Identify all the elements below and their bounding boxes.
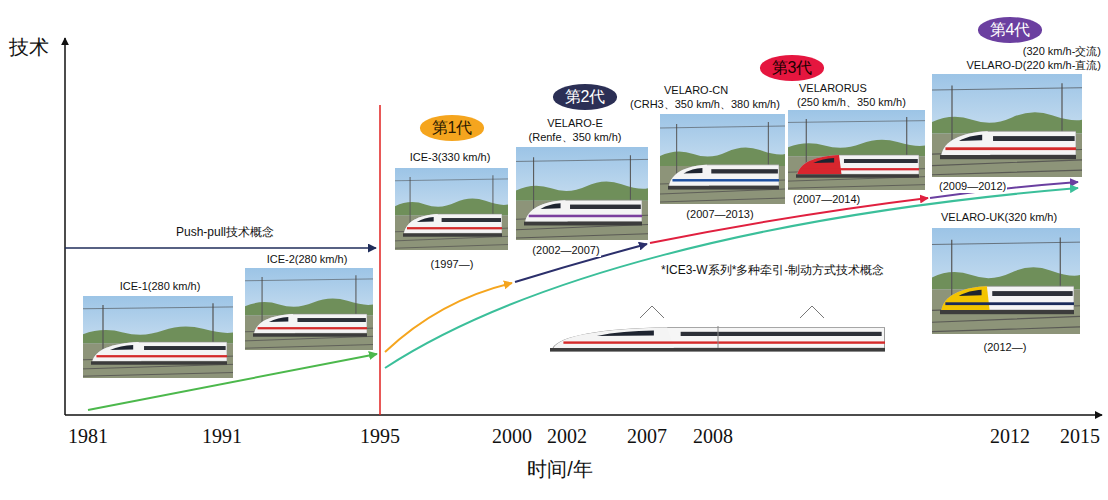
gen3-arrow <box>650 198 928 243</box>
train-image <box>524 200 642 225</box>
year-tick-label: 2007 <box>626 425 668 448</box>
annotation-label: VELARO-UK(320 km/h) <box>940 211 1058 224</box>
year-tick-label: 1991 <box>201 425 243 448</box>
annotation-label: (2002—2007) <box>531 244 600 257</box>
annotation-label: (320 km/h-交流) <box>1022 45 1102 58</box>
gen2-arrow <box>515 244 647 282</box>
train-image <box>253 314 367 337</box>
badge-text: 第1代 <box>432 118 473 137</box>
year-tick-label: 2012 <box>989 425 1031 448</box>
year-tick-label: 2015 <box>1059 425 1101 448</box>
train-side-drawing <box>550 306 885 352</box>
train-photo <box>83 296 233 378</box>
generation-badge: 第1代 <box>420 115 485 140</box>
year-tick-label: 2008 <box>692 425 734 448</box>
train-photo <box>788 110 925 190</box>
year-tick-label: 1981 <box>67 425 109 448</box>
annotation-label: 技术 <box>8 36 50 59</box>
train-image <box>668 165 779 190</box>
train-photo <box>932 74 1082 177</box>
train-photo <box>245 268 373 350</box>
annotation-label: Push-pull技术概念 <box>175 226 275 240</box>
annotation-label: ICE-2(280 km/h) <box>266 253 349 266</box>
annotation-label: (1997—) <box>430 258 475 271</box>
annotation-label: ICE-3(330 km/h) <box>409 151 492 164</box>
badge-text: 第4代 <box>990 20 1031 39</box>
year-tick-label: 2002 <box>546 425 588 448</box>
photo-scene <box>245 268 373 350</box>
train-photo <box>660 114 785 204</box>
divider-line <box>379 105 381 415</box>
photo-scene <box>395 168 508 250</box>
annotation-label: (250 km/h、350 km/h) <box>796 96 907 109</box>
train-image <box>940 286 1074 314</box>
annotation-label: ICE-1(280 km/h) <box>119 280 202 293</box>
annotation-label: VELARORUS <box>798 82 868 95</box>
photo-scene <box>932 74 1082 177</box>
photo-scene <box>932 228 1080 334</box>
annotation-label: VELARO-E <box>546 117 604 130</box>
badge-text: 第2代 <box>565 87 606 106</box>
generation-badge: 第4代 <box>978 17 1043 42</box>
photo-scene <box>516 147 648 240</box>
y-axis <box>64 38 66 415</box>
train-image <box>403 214 502 237</box>
photo-scene <box>788 110 925 190</box>
annotation-label: (2007—2014) <box>792 193 861 206</box>
annotation-label: (CRH3、350 km/h、380 km/h) <box>629 98 781 111</box>
annotation-label: *ICE3-W系列*多种牵引-制动方式技术概念 <box>660 264 885 278</box>
year-tick-label: 1995 <box>359 425 401 448</box>
train-photo <box>395 168 508 250</box>
annotation-label: (Renfe、350 km/h) <box>528 131 623 144</box>
generation-badge: 第3代 <box>760 55 825 80</box>
photo-scene <box>660 114 785 204</box>
x-axis <box>65 414 1102 416</box>
push-pull-arrow <box>65 247 376 249</box>
train-image <box>91 342 227 365</box>
year-tick-label: 2000 <box>491 425 533 448</box>
badge-text: 第3代 <box>772 58 813 77</box>
pantograph <box>640 306 824 318</box>
train-image <box>796 155 919 178</box>
train-photo <box>516 147 648 240</box>
annotation-label: (2009—2012) <box>938 180 1007 193</box>
annotation-label: 时间/年 <box>526 458 594 481</box>
annotation-label: VELARO-CN <box>663 84 729 97</box>
annotation-label: VELARO-D(220 km/h-直流) <box>966 59 1102 72</box>
car-gap <box>718 326 719 348</box>
train-photo <box>932 228 1080 334</box>
annotation-label: (2012—) <box>983 341 1028 354</box>
train-image <box>940 131 1076 159</box>
annotation-label: (2007—2013) <box>685 208 754 221</box>
gen1-arrow <box>385 283 512 352</box>
photo-scene <box>83 296 233 378</box>
generation-badge: 第2代 <box>553 84 618 109</box>
